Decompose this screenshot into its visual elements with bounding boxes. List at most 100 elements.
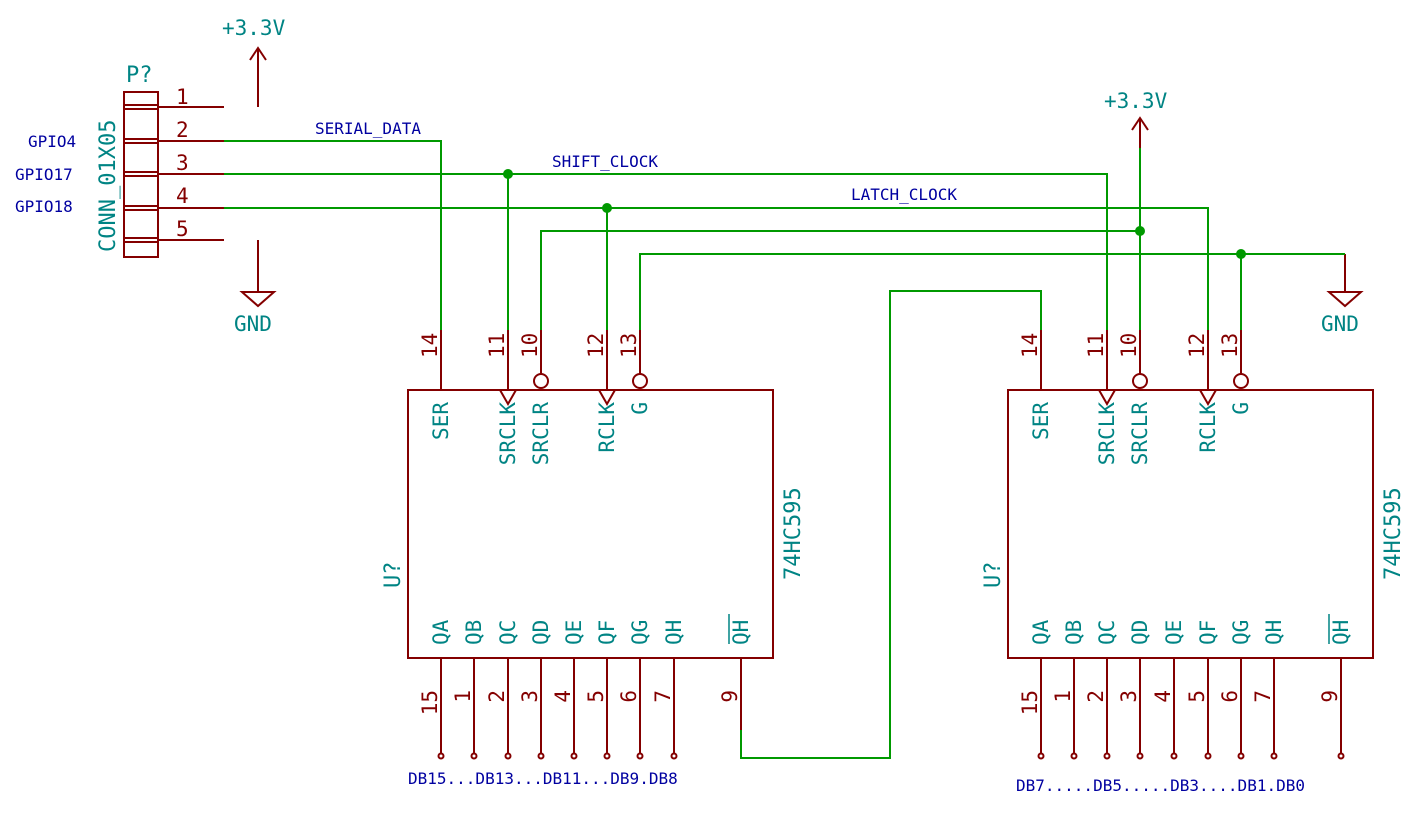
wire-cascade: [740, 290, 1042, 759]
junction-dot: [602, 203, 612, 213]
junction-dot: [503, 169, 513, 179]
junction-dot: [1135, 226, 1145, 236]
inversion-bubble-icon: [1233, 373, 1249, 389]
power-symbols: +3.3V GND +3.3V GND: [222, 16, 1364, 336]
pin-number: 14: [1018, 333, 1042, 358]
chip-body: [1007, 389, 1374, 659]
connector-pin-number: 1: [176, 85, 189, 109]
inversion-bubble-icon: [632, 373, 648, 389]
pin-number: 1: [1051, 690, 1075, 703]
gpio-label: GPIO18: [15, 197, 73, 216]
gnd-label: GND: [1321, 312, 1359, 336]
chip-value: 74HC595: [781, 487, 806, 580]
pin-number: 13: [1218, 333, 1242, 358]
pin-number: 6: [617, 690, 641, 703]
pin-name: SRCLK: [496, 402, 520, 466]
gnd-icon: [1326, 291, 1364, 308]
pin-name: QC: [496, 620, 520, 645]
gpio-label: GPIO17: [15, 165, 73, 184]
pin-number: 1: [451, 690, 475, 703]
pin-name: QG: [1229, 620, 1253, 645]
pin-name: QH: [1262, 620, 1286, 645]
connector-pin-stub-5: [123, 237, 159, 243]
pin-number: 2: [485, 690, 509, 703]
pin-number: 10: [518, 333, 542, 358]
pin-number: 13: [617, 333, 641, 358]
pin-number: 12: [1185, 333, 1209, 358]
pin-number: 6: [1218, 690, 1242, 703]
pin-number: 14: [418, 333, 442, 358]
gnd-label: GND: [234, 312, 272, 336]
connector-pin-number: 3: [176, 151, 189, 175]
connector-pin-number: 5: [176, 217, 189, 241]
vcc-arrow-icon: [1131, 116, 1149, 131]
chip-body: [407, 389, 774, 659]
pin-name: RCLK: [1196, 402, 1220, 453]
pin-name: QG: [628, 620, 652, 645]
gpio-label: GPIO4: [28, 132, 76, 151]
wire-latch-clock: [224, 207, 1209, 330]
clock-edge-icon: [1199, 389, 1217, 407]
junction-dot: [1236, 249, 1246, 259]
connector-body: [123, 91, 159, 258]
pin-name: QH: [729, 620, 753, 645]
pin-name: QD: [1128, 620, 1152, 645]
pin-number: 15: [1018, 690, 1042, 715]
pin-number: 15: [418, 690, 442, 715]
wire-srclr-vcc: [540, 230, 1140, 330]
bus-label-right: DB7.....DB5.....DB3....DB1.DB0: [1016, 776, 1305, 795]
pin-name: QA: [429, 619, 453, 645]
pin-name: SRCLR: [529, 402, 553, 466]
pin-name: QE: [1162, 620, 1186, 645]
pin-number: 7: [651, 690, 675, 703]
pin-number: 3: [518, 690, 542, 703]
inversion-bubble-icon: [533, 373, 549, 389]
pin-name: QF: [1196, 620, 1220, 645]
pin-name: QE: [562, 620, 586, 645]
pin-number: 5: [1185, 690, 1209, 703]
pin-number: 5: [584, 690, 608, 703]
wire-shift-clock: [224, 173, 1108, 330]
connector-pin-stub-2: [123, 138, 159, 144]
pin-number: 4: [1151, 690, 1175, 703]
pin-name: SRCLR: [1128, 402, 1152, 466]
net-label-latch: LATCH_CLOCK: [851, 185, 957, 204]
vcc-arrow-icon: [249, 46, 267, 61]
chip-value: 74HC595: [1381, 487, 1406, 580]
pin-name: G: [628, 402, 652, 415]
pin-name: QB: [462, 620, 486, 645]
connector-pin-stub-1: [123, 104, 159, 110]
bus-label-left: DB15...DB13...DB11...DB9.DB8: [408, 769, 678, 788]
pin-name: QD: [529, 620, 553, 645]
wires: SERIAL_DATA SHIFT_CLOCK LATCH_CLOCK: [224, 119, 1345, 759]
pin-number: 12: [584, 333, 608, 358]
connector-pin-number: 2: [176, 118, 189, 142]
wire-g-gnd: [639, 253, 1345, 330]
pin-number: 7: [1251, 690, 1275, 703]
pin-number: 2: [1084, 690, 1108, 703]
gnd-icon: [239, 291, 277, 308]
inversion-bubble-icon: [1132, 373, 1148, 389]
pin-name: QA: [1029, 619, 1053, 645]
pin-name: G: [1229, 402, 1253, 415]
chip-ref: U?: [381, 562, 406, 589]
pin-number: 9: [1318, 690, 1342, 703]
pin-name: SER: [429, 402, 453, 440]
chip-74hc595-right: U? 74HC595 14 11 10 12 13 SER SRCLK SRCL…: [981, 330, 1406, 795]
connector-value: CONN_01X05: [96, 120, 121, 252]
pin-number: 11: [1084, 333, 1108, 358]
pin-name: QC: [1095, 620, 1119, 645]
net-label-serial: SERIAL_DATA: [315, 119, 421, 138]
wire-serial-data: [224, 140, 442, 330]
pin-name: QF: [595, 620, 619, 645]
pin-number: 3: [1117, 690, 1141, 703]
net-label-shift: SHIFT_CLOCK: [552, 152, 658, 171]
pin-number: 4: [551, 690, 575, 703]
pin-name: QH: [662, 620, 686, 645]
pin-name: RCLK: [595, 402, 619, 453]
vcc-label: +3.3V: [1104, 89, 1168, 113]
chip-74hc595-left: U? 74HC595 14 11 10 12 13 SER SRCLK SRCL…: [381, 330, 806, 788]
clock-edge-icon: [499, 389, 517, 407]
pin-number: 10: [1117, 333, 1141, 358]
